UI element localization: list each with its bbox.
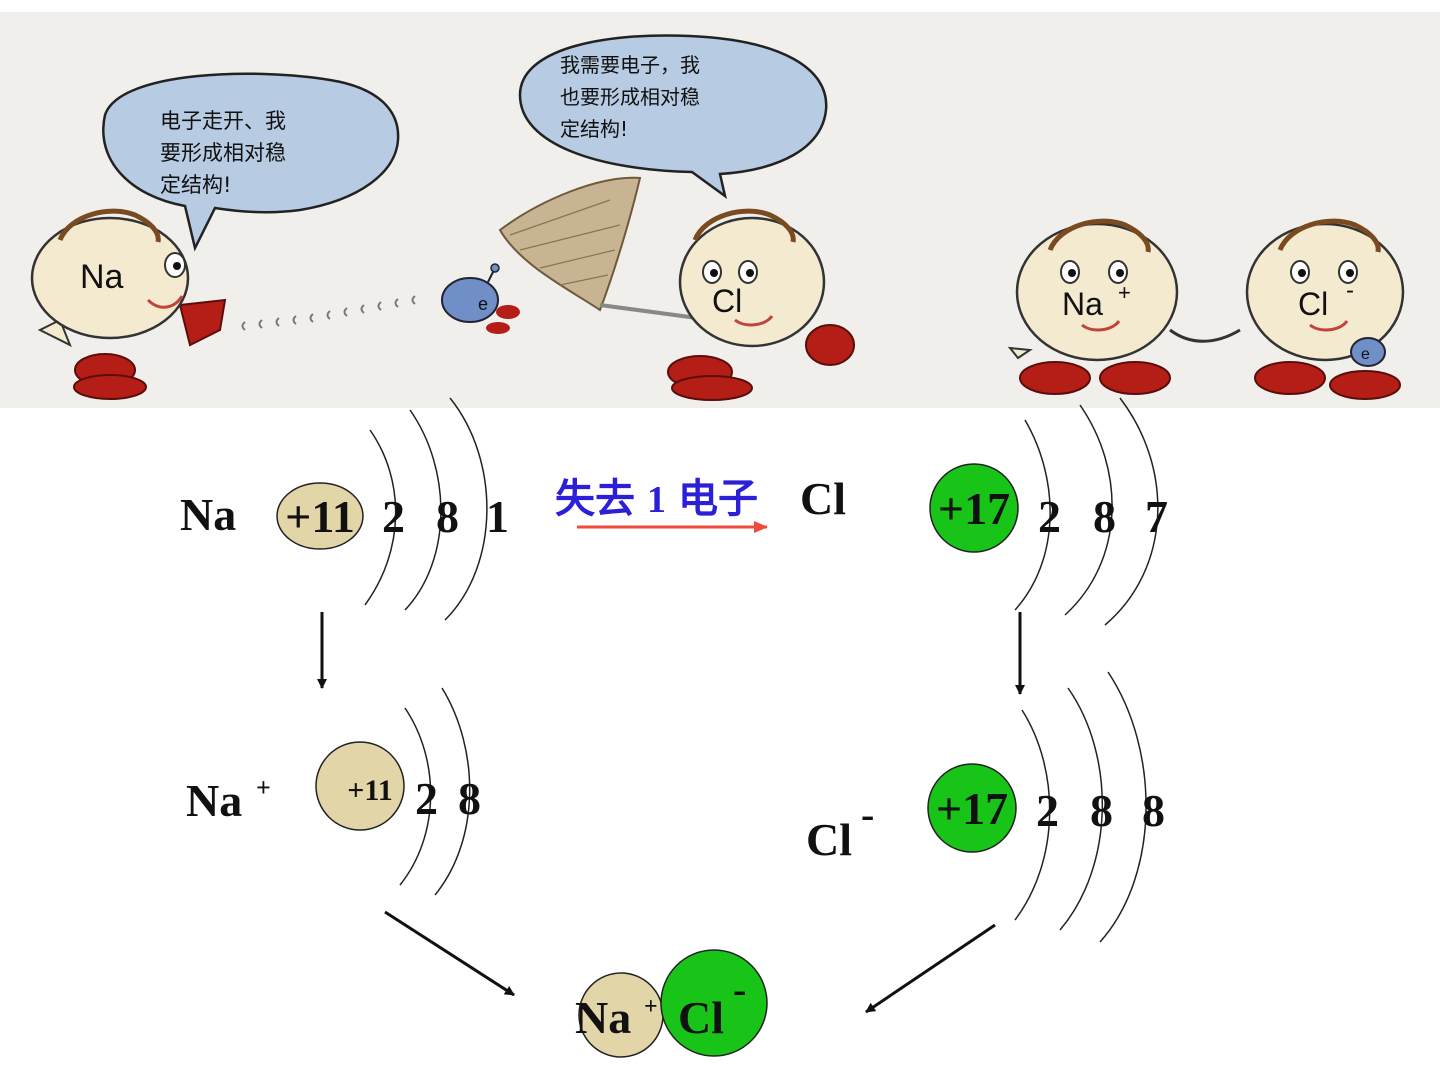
na-character: Na bbox=[30, 208, 227, 400]
cl-shell-3-electrons: 7 bbox=[1145, 491, 1168, 542]
na-ion-nucleus bbox=[315, 741, 405, 831]
na-shell-1-electrons: 2 bbox=[382, 491, 405, 542]
na-shell-2-electrons: 8 bbox=[436, 491, 459, 542]
cl-ion-charge: - bbox=[861, 792, 874, 837]
speech-bubble-left: 电子走开、我 要形成相对稳 定结构! bbox=[102, 72, 400, 252]
na-ion-shell-1-electrons: 2 bbox=[415, 773, 438, 824]
na-nucleus bbox=[276, 482, 364, 550]
cl-nucleus bbox=[929, 463, 1019, 553]
cl-ion-nucleus-charge: +17 bbox=[936, 783, 1008, 834]
na-atom-symbol: Na bbox=[180, 489, 236, 540]
cl-shell-arc-2 bbox=[1064, 404, 1113, 616]
cl-ion-character-label: Cl bbox=[1298, 286, 1328, 322]
na-shell-arc-2 bbox=[404, 409, 442, 611]
bubble-left-line-2: 要形成相对稳 bbox=[160, 141, 286, 165]
speech-bubble-middle: 我需要电子，我 也要形成相对稳 定结构! bbox=[518, 34, 828, 199]
cl-ion-shell-2-electrons: 8 bbox=[1090, 785, 1113, 836]
bubble-middle-line-2: 也要形成相对稳 bbox=[560, 85, 700, 109]
na-shell-3-electrons: 1 bbox=[486, 491, 509, 542]
na-ion-nucleus-charge: +11 bbox=[347, 774, 392, 807]
cl-character-label: Cl bbox=[712, 283, 742, 319]
cl-ion-shell-arc-1 bbox=[1014, 709, 1051, 921]
electron-character: e bbox=[441, 263, 520, 334]
electron-transfer-label: 失去 1 电子 bbox=[555, 476, 768, 533]
na-ion-charge: + bbox=[256, 773, 271, 802]
na-ion-character: Na + bbox=[1007, 218, 1179, 395]
cartoon-scene: 电子走开、我 要形成相对稳 定结构! 我需要电子，我 也要形成相对稳 定结构! … bbox=[0, 12, 1440, 408]
motion-lines bbox=[241, 295, 416, 331]
cl-atom-symbol: Cl bbox=[800, 473, 846, 524]
product-na-charge: + bbox=[644, 994, 658, 1020]
na-ion: Na + +11 2 8 bbox=[186, 687, 481, 896]
transfer-label-verb: 失去 bbox=[555, 476, 635, 522]
cl-ion: Cl - +17 2 8 8 bbox=[806, 671, 1165, 943]
na-character-label: Na bbox=[80, 258, 124, 296]
bubble-left-line-1: 电子走开、我 bbox=[160, 109, 286, 133]
transfer-label-noun: 电子 bbox=[678, 476, 758, 522]
na-ion-shell-arc-1 bbox=[399, 707, 432, 886]
cl-ion-to-product-arrow bbox=[865, 923, 996, 1014]
product-cl-ball bbox=[660, 949, 768, 1057]
electron-label: e bbox=[478, 294, 488, 314]
cl-ion-nucleus bbox=[927, 763, 1017, 853]
cl-shell-1-electrons: 2 bbox=[1038, 491, 1061, 542]
na-nucleus-charge: +11 bbox=[285, 491, 355, 542]
captured-electron-label: e bbox=[1361, 346, 1370, 363]
cl-ion-symbol: Cl bbox=[806, 814, 852, 865]
cl-shell-arc-1 bbox=[1014, 419, 1051, 611]
na-ion-shell-arc-2 bbox=[434, 687, 471, 896]
na-ion-shell-2-electrons: 8 bbox=[458, 773, 481, 824]
nacl-product: Na + Cl - bbox=[575, 949, 768, 1058]
cl-atom: Cl +17 2 8 7 bbox=[800, 397, 1168, 626]
cl-ion-character-charge: - bbox=[1346, 277, 1354, 304]
holding-hands bbox=[1169, 328, 1241, 343]
bubble-middle-line-1: 我需要电子，我 bbox=[560, 53, 700, 77]
transfer-label-text: 失去 1 电子 bbox=[555, 476, 758, 522]
na-ion-character-charge: + bbox=[1118, 280, 1131, 305]
cl-ion-shell-1-electrons: 2 bbox=[1036, 785, 1059, 836]
cl-shell-arc-3 bbox=[1104, 397, 1159, 626]
cl-nucleus-charge: +17 bbox=[938, 483, 1010, 534]
cl-character: Cl bbox=[667, 208, 855, 401]
cl-ion-character: Cl - e bbox=[1245, 218, 1405, 400]
net-icon bbox=[498, 176, 713, 322]
cl-shell-2-electrons: 8 bbox=[1093, 491, 1116, 542]
bubble-left-line-3: 定结构! bbox=[160, 173, 231, 197]
na-ion-to-product-arrow bbox=[384, 910, 515, 997]
na-shell-arc-1 bbox=[364, 429, 397, 606]
product-cl-symbol: Cl bbox=[678, 992, 724, 1043]
product-na-symbol: Na bbox=[575, 992, 631, 1043]
cl-ion-shell-arc-2 bbox=[1059, 687, 1104, 931]
cl-ion-shell-3-electrons: 8 bbox=[1142, 785, 1165, 836]
product-cl-charge: - bbox=[733, 967, 746, 1012]
bubble-middle-line-3: 定结构! bbox=[560, 117, 628, 141]
na-shell-arc-3 bbox=[444, 397, 488, 621]
cl-ion-shell-arc-3 bbox=[1099, 671, 1147, 943]
transfer-label-count: 1 bbox=[647, 479, 666, 521]
na-atom: Na +11 2 8 1 bbox=[180, 397, 509, 621]
na-ion-character-label: Na bbox=[1062, 286, 1103, 322]
na-ion-symbol: Na bbox=[186, 775, 242, 826]
